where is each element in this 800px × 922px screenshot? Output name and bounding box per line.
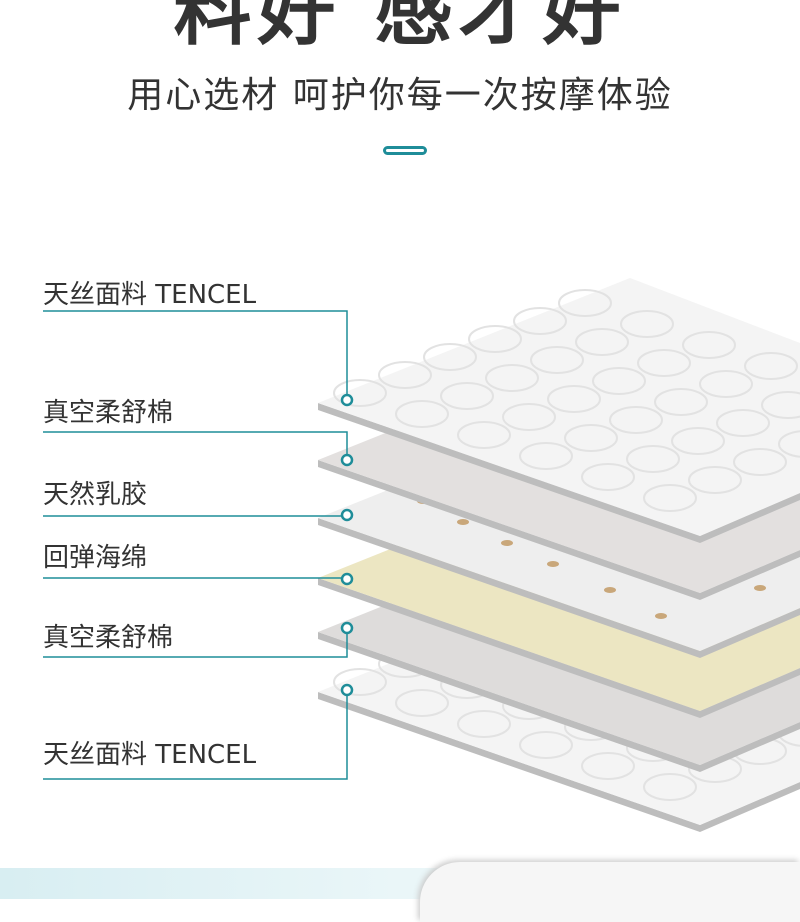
quilt-pattern — [671, 427, 725, 455]
quilt-pattern — [558, 289, 612, 317]
layer-label-latex: 天然乳胶 — [43, 480, 148, 510]
connector-line — [43, 690, 348, 780]
quilt-pattern — [581, 752, 635, 780]
layer-label-sponge: 回弹海绵 — [43, 543, 148, 573]
quilt-pattern — [654, 388, 708, 416]
quilt-pattern — [643, 773, 697, 801]
quilt-pattern — [688, 466, 742, 494]
latex-hole — [501, 540, 513, 546]
quilt-pattern — [502, 403, 556, 431]
quilt-pattern — [592, 367, 646, 395]
quilt-pattern — [519, 442, 573, 470]
quilt-pattern — [744, 352, 798, 380]
quilt-pattern — [513, 307, 567, 335]
latex-hole — [457, 519, 469, 525]
quilt-pattern — [333, 668, 387, 696]
quilt-pattern — [609, 406, 663, 434]
connector-dot — [340, 572, 354, 586]
quilt-pattern — [581, 463, 635, 491]
quilt-pattern — [637, 349, 691, 377]
quilt-pattern — [778, 430, 800, 458]
quilt-pattern — [457, 710, 511, 738]
connector-line — [43, 577, 348, 579]
quilt-pattern — [395, 400, 449, 428]
connector-line — [43, 310, 348, 400]
latex-hole — [655, 613, 667, 619]
connector-dot — [340, 683, 354, 697]
page-title: 料好 感才好 — [173, 0, 627, 56]
quilt-pattern — [682, 331, 736, 359]
quilt-pattern — [378, 361, 432, 389]
page-subtitle: 用心选材 呵护你每一次按摩体验 — [127, 75, 673, 116]
quilt-pattern — [519, 731, 573, 759]
quilt-pattern — [626, 445, 680, 473]
latex-hole — [604, 587, 616, 593]
quilt-pattern — [440, 382, 494, 410]
connector-dot — [340, 621, 354, 635]
mattress-layers-illustration — [43, 278, 800, 832]
quilt-pattern — [468, 325, 522, 353]
quilt-pattern — [547, 385, 601, 413]
layer-label-tencel-top: 天丝面料 TENCEL — [43, 280, 257, 310]
connector-line — [43, 628, 348, 658]
quilt-pattern — [457, 421, 511, 449]
quilt-pattern — [395, 689, 449, 717]
quilt-pattern — [564, 424, 618, 452]
quilt-pattern — [699, 370, 753, 398]
accent-divider — [383, 146, 427, 155]
connector-line — [43, 431, 348, 460]
quilt-pattern — [575, 328, 629, 356]
connector-dot — [340, 453, 354, 467]
quilt-pattern — [485, 364, 539, 392]
layer-label-cotton-top: 真空柔舒棉 — [43, 398, 174, 428]
quilt-pattern — [423, 343, 477, 371]
quilt-pattern — [733, 448, 787, 476]
quilt-pattern — [530, 346, 584, 374]
quilt-pattern — [620, 310, 674, 338]
quilt-pattern — [761, 391, 800, 419]
latex-hole — [547, 561, 559, 567]
quilt-pattern — [333, 379, 387, 407]
layer-label-tencel-bottom: 天丝面料 TENCEL — [43, 740, 257, 770]
latex-hole — [754, 585, 766, 591]
quilt-pattern — [716, 409, 770, 437]
mattress-roll-image — [420, 862, 800, 922]
connector-dot — [340, 393, 354, 407]
layer-surface — [318, 278, 800, 536]
connector-dot — [340, 508, 354, 522]
layer-label-cotton-bottom: 真空柔舒棉 — [43, 623, 174, 653]
quilt-pattern — [643, 484, 697, 512]
connector-line — [43, 515, 348, 517]
